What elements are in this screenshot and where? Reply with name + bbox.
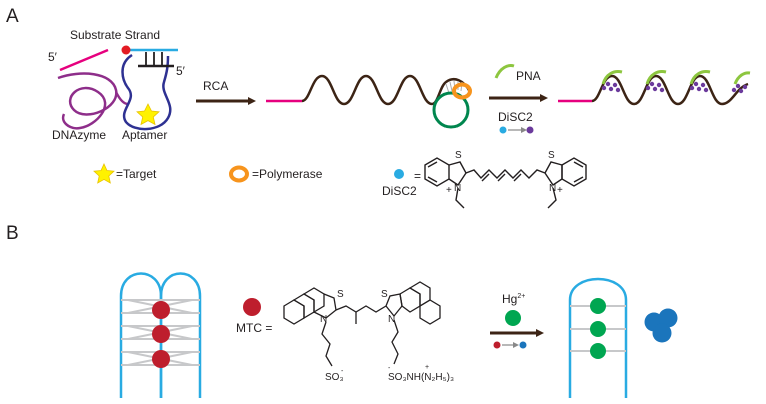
mtc-so3-left: SO₃ <box>325 372 344 383</box>
five-prime-right-label: 5′ <box>176 64 186 78</box>
mtc-atom-n-right: N <box>388 314 395 325</box>
mtc-so3-right: SO₃NH(N₂H₅)₃ <box>388 372 454 383</box>
hg-arrow: Hg2+ <box>490 292 544 349</box>
hg-label: Hg2+ <box>502 292 525 306</box>
legend-polymerase-label: =Polymerase <box>252 167 323 181</box>
legend-target: =Target <box>93 163 157 184</box>
disc2-atom-s-right: S <box>548 150 555 161</box>
legend-disc2-label: DiSC2 <box>382 184 417 198</box>
disc2-dot-icon <box>394 169 404 179</box>
dnazyme-strand <box>57 72 118 130</box>
labelled-product <box>558 70 751 106</box>
disc2-atom-s-left: S <box>455 150 462 161</box>
disc2-bound-dot <box>526 126 534 134</box>
mtc-bound-dot <box>152 350 170 368</box>
mtc-aggregate-dot <box>519 341 527 349</box>
mtc-atom-s-right: S <box>381 289 388 300</box>
substrate-strand-label: Substrate Strand <box>70 28 160 42</box>
target-star-icon <box>93 163 115 184</box>
substrate-strand <box>59 48 109 72</box>
mtc-structure <box>283 281 441 367</box>
rca-product-strand <box>301 74 472 106</box>
substrate-end-dot <box>121 45 131 55</box>
linker-strand <box>114 91 129 106</box>
disc2-structure <box>424 157 587 209</box>
mtc-bound-dot <box>152 301 170 319</box>
legend-polymerase: =Polymerase <box>229 165 323 183</box>
panel-b-letter: B <box>6 223 19 244</box>
sensor-construct: Substrate Strand 5′ 5′ DNAzyme Aptamer <box>48 28 186 142</box>
panel-b: B MTC = <box>6 223 678 398</box>
polymerase-icon <box>229 165 249 183</box>
aptamer-strand <box>121 53 172 131</box>
legend-disc2-equals: = <box>414 169 421 183</box>
pna-dye-complexes <box>601 70 751 94</box>
hg-bound-dot <box>590 343 606 359</box>
mtc-nh-charge: + <box>425 364 429 371</box>
labelled-product-strand <box>591 74 749 106</box>
five-prime-left-label: 5′ <box>48 50 58 64</box>
t-hg-t-hairpin <box>568 277 628 398</box>
pna-icon <box>494 64 515 79</box>
hg-dot-icon <box>505 310 521 326</box>
mtc-bound-dot <box>152 325 170 343</box>
disc2-charge-left: + <box>446 185 452 196</box>
disc2-free-dot <box>499 126 507 134</box>
legend-target-label: =Target <box>116 167 157 181</box>
mtc-atom-n-left: N <box>320 314 327 325</box>
legend-disc2: DiSC2 = <box>382 169 421 198</box>
mtc-dot-icon <box>243 298 261 316</box>
disc2-atom-n-left: N <box>454 183 461 194</box>
disc2-atom-n-right: N <box>549 183 556 194</box>
hairpin-strand <box>568 277 628 398</box>
polymerase-icon <box>452 82 472 100</box>
mtc-so3-right-charge: - <box>388 365 391 372</box>
rca-arrow: RCA <box>196 79 256 105</box>
rca-label: RCA <box>203 79 228 93</box>
mtc-free-dot <box>493 341 501 349</box>
dnazyme-label: DNAzyme <box>52 128 106 142</box>
hg-bound-dot <box>590 298 606 314</box>
quadruplex-loop-right <box>159 272 202 398</box>
pna-arrow: PNA DiSC2 <box>489 64 548 134</box>
pna-label: PNA <box>516 69 541 83</box>
target-star-icon <box>136 103 160 126</box>
mtc-label: MTC = <box>236 321 272 335</box>
panel-a: A Substrate Strand 5′ 5′ DNAzyme Aptamer <box>6 6 751 209</box>
hg-bound-dot <box>590 321 606 337</box>
mtc-atom-s-left: S <box>337 289 344 300</box>
mtc-so3-left-charge: - <box>341 368 344 375</box>
rca-product <box>266 74 472 129</box>
panel-a-letter: A <box>6 6 19 27</box>
disc2-top-label: DiSC2 <box>498 110 533 124</box>
disc2-charge-right: + <box>557 185 563 196</box>
aptamer-label: Aptamer <box>122 128 167 142</box>
circular-template <box>432 91 470 129</box>
mtc-aggregate <box>644 308 678 343</box>
g-quadruplex <box>119 272 202 398</box>
